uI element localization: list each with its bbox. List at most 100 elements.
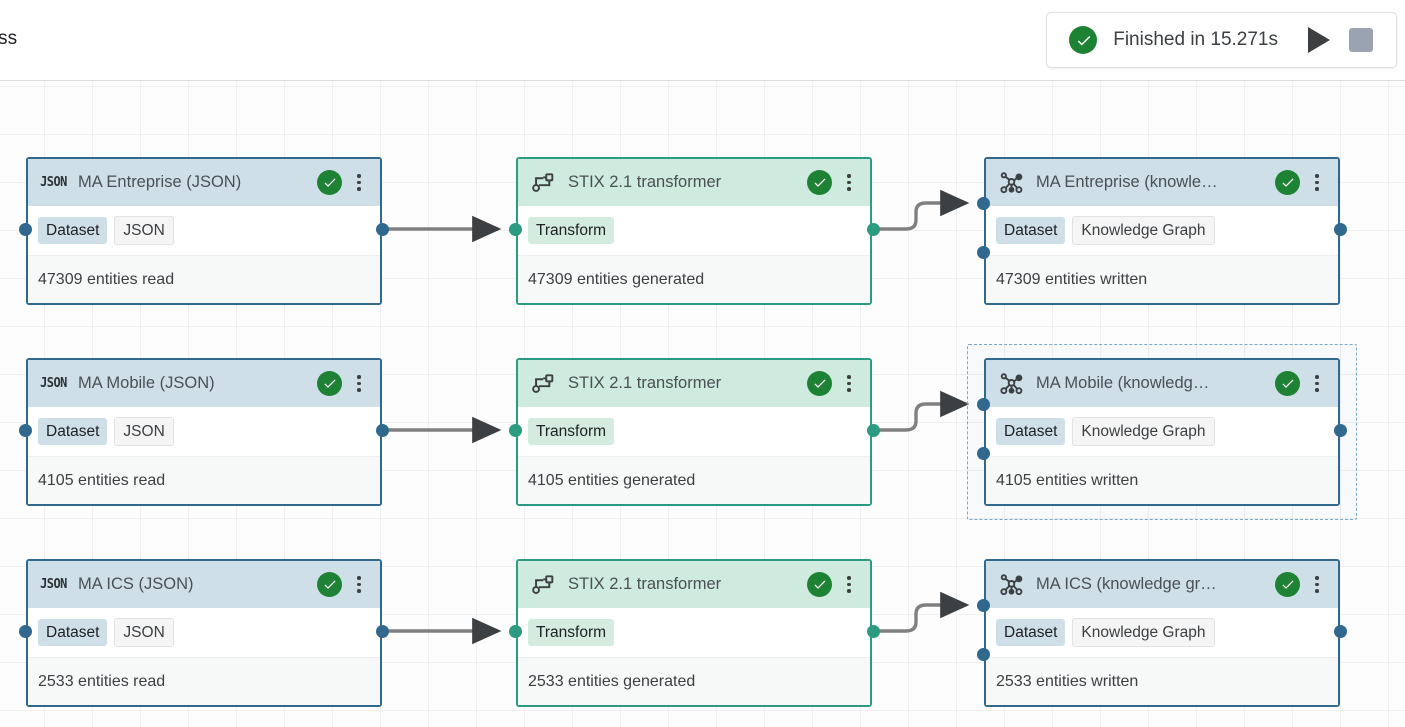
- knowledge-graph-icon: [996, 570, 1026, 600]
- chip-format: JSON: [114, 215, 174, 246]
- node-status-text: 4105 entities read: [28, 456, 380, 504]
- port-out-transformer-1[interactable]: [867, 223, 880, 236]
- chip-type: Dataset: [38, 216, 108, 245]
- node-ma-ics-kg[interactable]: MA ICS (knowledge gr… Dataset Knowledge …: [984, 559, 1340, 707]
- node-header: MA Entreprise (knowle…: [986, 159, 1338, 206]
- node-chips: Transform: [518, 206, 870, 255]
- play-icon: [1308, 27, 1330, 53]
- knowledge-graph-icon: [996, 369, 1026, 399]
- check-circle-icon: [1275, 170, 1300, 195]
- port-out-transformer-3[interactable]: [867, 625, 880, 638]
- node-header: STIX 2.1 transformer: [518, 561, 870, 608]
- port-in2-ma-entreprise-kg[interactable]: [977, 246, 990, 259]
- chip-type: Dataset: [996, 618, 1066, 647]
- more-vertical-icon[interactable]: [836, 168, 862, 198]
- node-ma-mobile-kg[interactable]: MA Mobile (knowledg… Dataset Knowledge G…: [984, 358, 1340, 506]
- node-status-text: 47309 entities generated: [518, 255, 870, 303]
- edge-transformer-to-ma-entreprise-kg: [874, 189, 970, 231]
- port-out-ma-mobile-kg[interactable]: [1334, 424, 1347, 437]
- port-in-transformer-2[interactable]: [509, 424, 522, 437]
- json-icon: JSON: [39, 175, 67, 190]
- knowledge-graph-icon: [996, 168, 1026, 198]
- port-out-transformer-2[interactable]: [867, 424, 880, 437]
- more-vertical-icon[interactable]: [346, 570, 372, 600]
- check-circle-icon: [1275, 371, 1300, 396]
- check-circle-icon: [317, 371, 342, 396]
- chip-type: Dataset: [38, 417, 108, 446]
- node-title: MA Entreprise (JSON): [78, 173, 242, 191]
- node-chips: Dataset JSON: [28, 206, 380, 255]
- play-button[interactable]: [1298, 19, 1340, 61]
- chip-type: Transform: [528, 618, 615, 647]
- port-in-ma-ics-kg[interactable]: [977, 599, 990, 612]
- port-out-ma-ics-json[interactable]: [19, 625, 32, 638]
- more-vertical-icon[interactable]: [346, 369, 372, 399]
- chip-format: JSON: [114, 416, 174, 447]
- port-in2-ma-mobile-kg[interactable]: [977, 447, 990, 460]
- chip-type: Dataset: [996, 216, 1066, 245]
- port-in-ma-entreprise-json[interactable]: [376, 223, 389, 236]
- transform-icon: [528, 168, 558, 198]
- port-in2-ma-ics-kg[interactable]: [977, 648, 990, 661]
- chip-format: Knowledge Graph: [1072, 617, 1215, 648]
- chip-type: Dataset: [996, 417, 1066, 446]
- node-header: JSON MA ICS (JSON): [28, 561, 380, 608]
- node-header: JSON MA Entreprise (JSON): [28, 159, 380, 206]
- port-in-ma-mobile-json[interactable]: [376, 424, 389, 437]
- port-in-ma-mobile-kg[interactable]: [977, 398, 990, 411]
- more-vertical-icon[interactable]: [836, 570, 862, 600]
- node-stix-transformer-2[interactable]: STIX 2.1 transformer Transform 4105 enti…: [516, 358, 872, 506]
- port-out-ma-mobile-json[interactable]: [19, 424, 32, 437]
- node-title: MA Entreprise (knowle…: [1036, 173, 1218, 191]
- node-chips: Dataset JSON: [28, 608, 380, 657]
- node-title: MA Mobile (knowledg…: [1036, 374, 1210, 392]
- node-title: STIX 2.1 transformer: [568, 374, 722, 392]
- node-title: STIX 2.1 transformer: [568, 173, 722, 191]
- node-ma-entreprise-json[interactable]: JSON MA Entreprise (JSON) Dataset JSON 4…: [26, 157, 382, 305]
- stop-icon: [1349, 28, 1373, 52]
- node-ma-entreprise-kg[interactable]: MA Entreprise (knowle… Dataset Knowledge…: [984, 157, 1340, 305]
- chip-format: Knowledge Graph: [1072, 215, 1215, 246]
- more-vertical-icon[interactable]: [1304, 570, 1330, 600]
- more-vertical-icon[interactable]: [836, 369, 862, 399]
- node-title: STIX 2.1 transformer: [568, 575, 722, 593]
- node-chips: Dataset Knowledge Graph: [986, 608, 1338, 657]
- check-circle-icon: [807, 572, 832, 597]
- port-out-ma-entreprise-kg[interactable]: [1334, 223, 1347, 236]
- port-in-ma-ics-json[interactable]: [376, 625, 389, 638]
- stop-button[interactable]: [1340, 19, 1382, 61]
- node-ma-ics-json[interactable]: JSON MA ICS (JSON) Dataset JSON 2533 ent…: [26, 559, 382, 707]
- edge-transformer-to-ma-ics-kg: [874, 591, 970, 633]
- port-out-ma-entreprise-json[interactable]: [19, 223, 32, 236]
- port-out-ma-ics-kg[interactable]: [1334, 625, 1347, 638]
- node-title: MA Mobile (JSON): [78, 374, 215, 392]
- port-in-ma-entreprise-kg[interactable]: [977, 197, 990, 210]
- chip-format: Knowledge Graph: [1072, 416, 1215, 447]
- node-status-text: 2533 entities written: [986, 657, 1338, 705]
- node-status-text: 4105 entities written: [986, 456, 1338, 504]
- node-chips: Transform: [518, 407, 870, 456]
- page-title-truncated: ss: [0, 28, 18, 49]
- port-in-transformer-1[interactable]: [509, 223, 522, 236]
- run-status-panel: Finished in 15.271s: [1046, 12, 1397, 68]
- node-ma-mobile-json[interactable]: JSON MA Mobile (JSON) Dataset JSON 4105 …: [26, 358, 382, 506]
- more-vertical-icon[interactable]: [1304, 369, 1330, 399]
- chip-type: Transform: [528, 216, 615, 245]
- node-title: MA ICS (JSON): [78, 575, 194, 593]
- node-stix-transformer-1[interactable]: STIX 2.1 transformer Transform 47309 ent…: [516, 157, 872, 305]
- json-icon: JSON: [39, 577, 67, 592]
- workflow-canvas[interactable]: JSON MA Entreprise (JSON) Dataset JSON 4…: [0, 81, 1405, 727]
- node-status-text: 47309 entities read: [28, 255, 380, 303]
- transform-icon: [528, 369, 558, 399]
- chip-type: Transform: [528, 417, 615, 446]
- check-circle-icon: [1069, 26, 1098, 54]
- transform-icon: [528, 570, 558, 600]
- more-vertical-icon[interactable]: [1304, 168, 1330, 198]
- check-circle-icon: [317, 572, 342, 597]
- node-chips: Dataset Knowledge Graph: [986, 206, 1338, 255]
- port-in-transformer-3[interactable]: [509, 625, 522, 638]
- node-stix-transformer-3[interactable]: STIX 2.1 transformer Transform 2533 enti…: [516, 559, 872, 707]
- more-vertical-icon[interactable]: [346, 168, 372, 198]
- node-status-text: 47309 entities written: [986, 255, 1338, 303]
- node-header: STIX 2.1 transformer: [518, 159, 870, 206]
